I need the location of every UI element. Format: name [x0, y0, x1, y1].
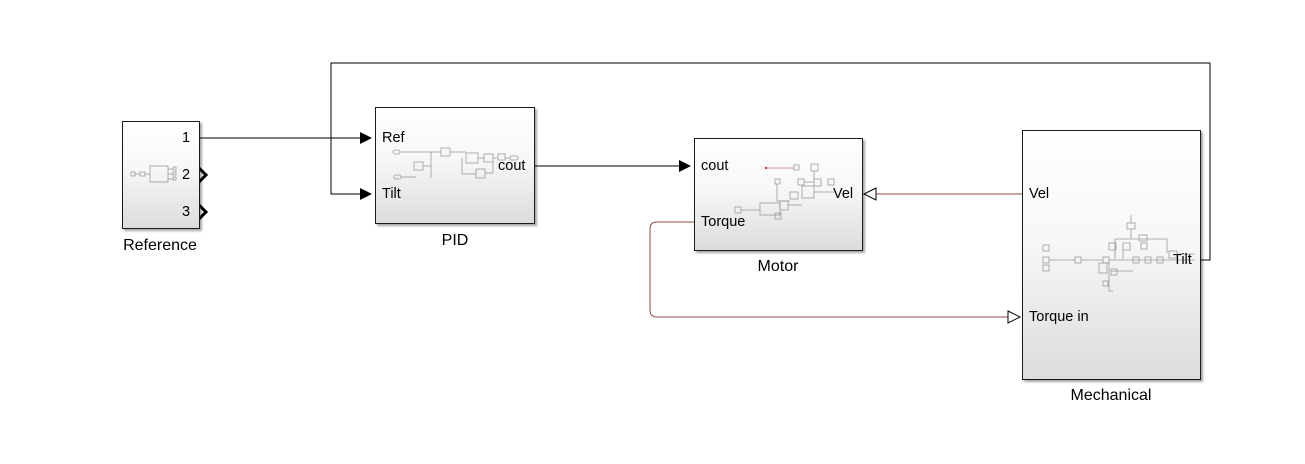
physical-line-torque[interactable] [649, 221, 1008, 318]
reference-block-name: Reference [123, 237, 197, 254]
vel-port-open-arrow [862, 187, 877, 201]
outport-2-chevron-icon [197, 166, 209, 184]
pid-block[interactable] [375, 107, 535, 224]
mechanical-outport-tilt-label: Tilt [1173, 252, 1192, 268]
motor-block[interactable] [694, 138, 863, 251]
signal-line-tilt-feedback[interactable] [330, 62, 1211, 261]
motor-inport-torque-label: Torque [701, 214, 746, 230]
motor-inport-cout-label: cout [701, 158, 729, 174]
mechanical-block-name: Mechanical [1070, 387, 1152, 404]
reference-outport-2-label: 2 [182, 167, 191, 183]
pid-inport-ref-label: Ref [382, 130, 405, 146]
pid-inport-tilt-label: Tilt [382, 186, 401, 202]
motor-preview-diagram [734, 163, 835, 220]
mechanical-inport-torque-in-label: Torque in [1029, 309, 1089, 325]
pid-block-name: PID [441, 232, 469, 249]
mechanical-block[interactable] [1022, 130, 1201, 380]
motor-block-name: Motor [757, 258, 799, 275]
mechanical-inport-vel-label: Vel [1029, 186, 1050, 202]
reference-outport-1-label: 1 [182, 130, 191, 146]
motor-outport-vel-label: Vel [833, 186, 854, 202]
reference-outport-3-label: 3 [182, 204, 191, 220]
torque-in-port-open-arrow [1007, 310, 1022, 324]
mechanical-preview-diagram [1042, 215, 1195, 292]
pid-preview-diagram [392, 147, 519, 180]
reference-preview-diagram [130, 165, 177, 183]
outport-3-chevron-icon [197, 203, 209, 221]
reference-block[interactable] [122, 121, 200, 229]
pid-outport-cout-label: cout [498, 158, 526, 174]
